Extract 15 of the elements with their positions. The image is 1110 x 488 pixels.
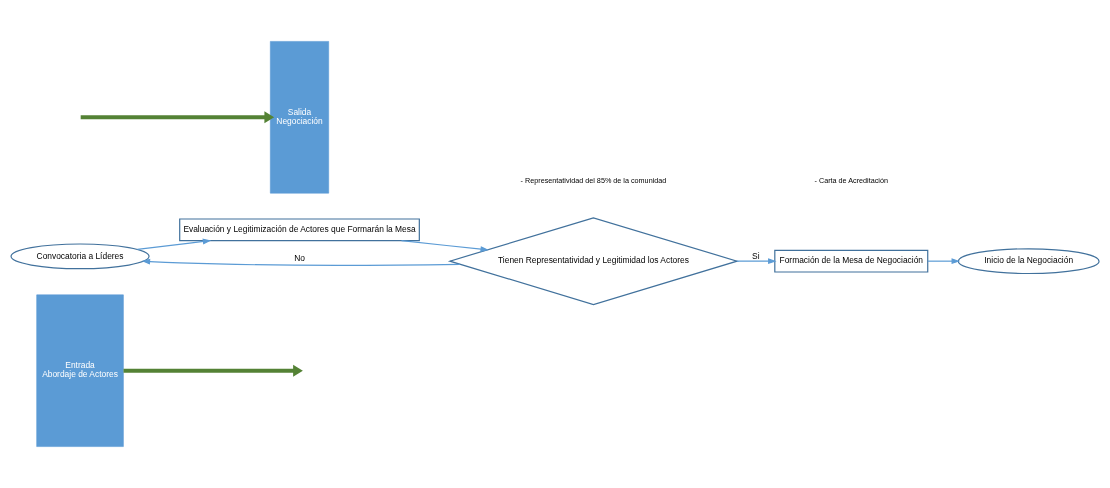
arrow <box>80 111 275 124</box>
arrow <box>400 240 489 253</box>
arrow <box>927 258 960 265</box>
edge-label: No <box>294 252 305 263</box>
node-box: Entrada Abordaje de Actores <box>36 294 124 447</box>
node-diamond: Tienen Representatividad y Legitimidad los Actores <box>447 217 740 306</box>
node-box: Evaluación y Legitimización de Actores que Formarán la Mesa <box>179 218 420 242</box>
node-ellipse: Inicio de la Negociación <box>957 248 1100 275</box>
node-box: Formación de la Mesa de Negociación <box>774 249 929 273</box>
node-box: Salida Negociación <box>270 41 330 194</box>
arrow <box>136 238 212 251</box>
arrow <box>123 364 303 377</box>
arrow <box>736 258 777 265</box>
edge-label: Si <box>752 250 760 261</box>
arrow <box>141 258 461 266</box>
